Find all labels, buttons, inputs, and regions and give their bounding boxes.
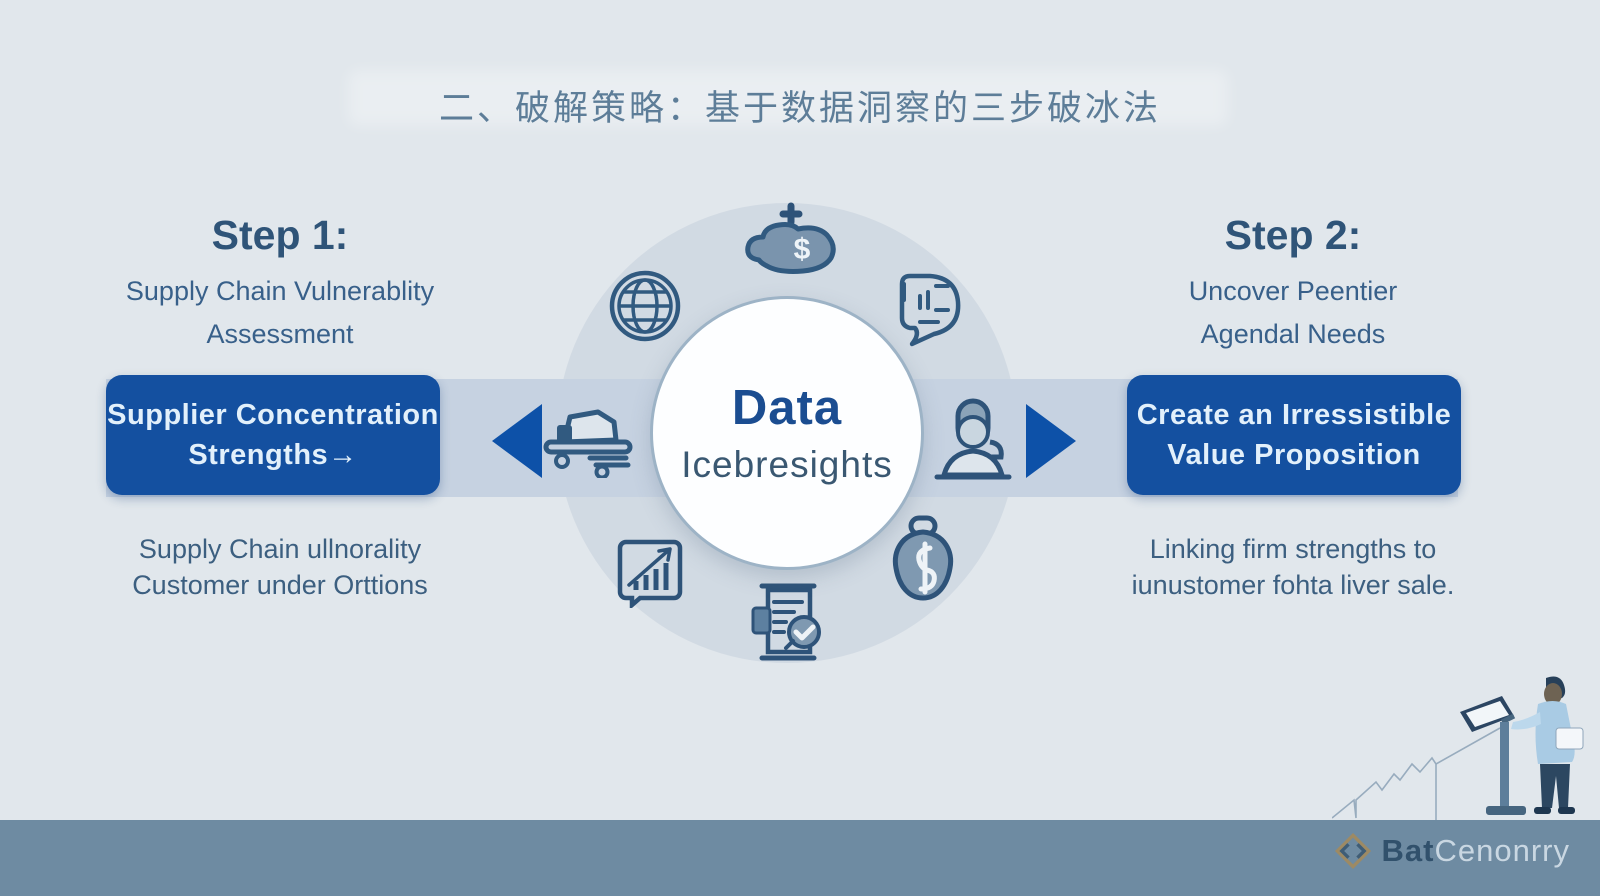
step2-heading: Step 2:	[1224, 212, 1362, 258]
brand-name: BatCenonrry	[1382, 833, 1570, 869]
step2-caption-line1: Linking firm strengths to	[1149, 534, 1437, 564]
step1-box-line2: Strengths→	[188, 438, 358, 471]
step2-subtitle-line2: Agendal Needs	[1200, 319, 1386, 349]
step1-subtitle-line2: Assessment	[206, 319, 354, 349]
arrow-right-icon	[1026, 404, 1076, 478]
person-pants	[1540, 764, 1570, 808]
step2-subtitle-line1: Uncover Peentier	[1188, 276, 1398, 306]
brand-name-suffix: Cenonrry	[1434, 833, 1570, 868]
brand-name-prefix: Bat	[1381, 833, 1435, 868]
lightbulb-dollar-icon	[892, 515, 954, 601]
step1-caption-line2: Customer under Orttions	[132, 570, 428, 600]
step1-box-line1: Supplier Concentration	[107, 398, 439, 431]
center-circle: Data Icebresights	[650, 296, 924, 570]
person-arm	[1511, 712, 1541, 730]
delivery-truck-icon	[543, 409, 633, 478]
step2-box-line1: Create an Irressistible	[1136, 398, 1452, 431]
footer-band	[0, 820, 1600, 896]
growth-chart-icon	[617, 539, 683, 608]
lectern-pole	[1500, 722, 1509, 808]
step1-heading: Step 1:	[211, 212, 349, 258]
globe-icon	[609, 270, 681, 342]
step1-accent-box: Supplier Concentration Strengths→	[106, 375, 440, 495]
arrow-left-icon	[492, 404, 542, 478]
presenter-illustration	[1332, 676, 1584, 820]
money-bag-icon: $	[745, 202, 836, 274]
center-title: Data	[731, 381, 843, 435]
step1-subtitle-line1: Supply Chain Vulnerablity	[125, 276, 435, 306]
brand-lockup: BatCenonrry	[1334, 832, 1570, 870]
step2-box-line2: Value Proposition	[1167, 438, 1421, 471]
brand-diamond-icon	[1334, 832, 1371, 870]
step1-caption-line1: Supply Chain ullnorality	[138, 534, 422, 564]
slide-title: 二、破解策略：基于数据洞察的三步破冰法	[438, 89, 1161, 128]
person-bag	[1555, 727, 1584, 750]
person-face	[1544, 683, 1562, 705]
step2-caption-line2: iunustomer fohta liver sale.	[1131, 570, 1455, 600]
title-watermark	[348, 70, 1228, 126]
market-report-icon	[899, 273, 961, 347]
step2-accent-box: Create an Irressistible Value Propositio…	[1127, 375, 1461, 495]
approved-checklist-icon	[751, 583, 821, 661]
svg-text:$: $	[794, 233, 811, 266]
speaker-person-icon	[934, 398, 1012, 480]
center-subtitle: Icebresights	[681, 444, 893, 485]
